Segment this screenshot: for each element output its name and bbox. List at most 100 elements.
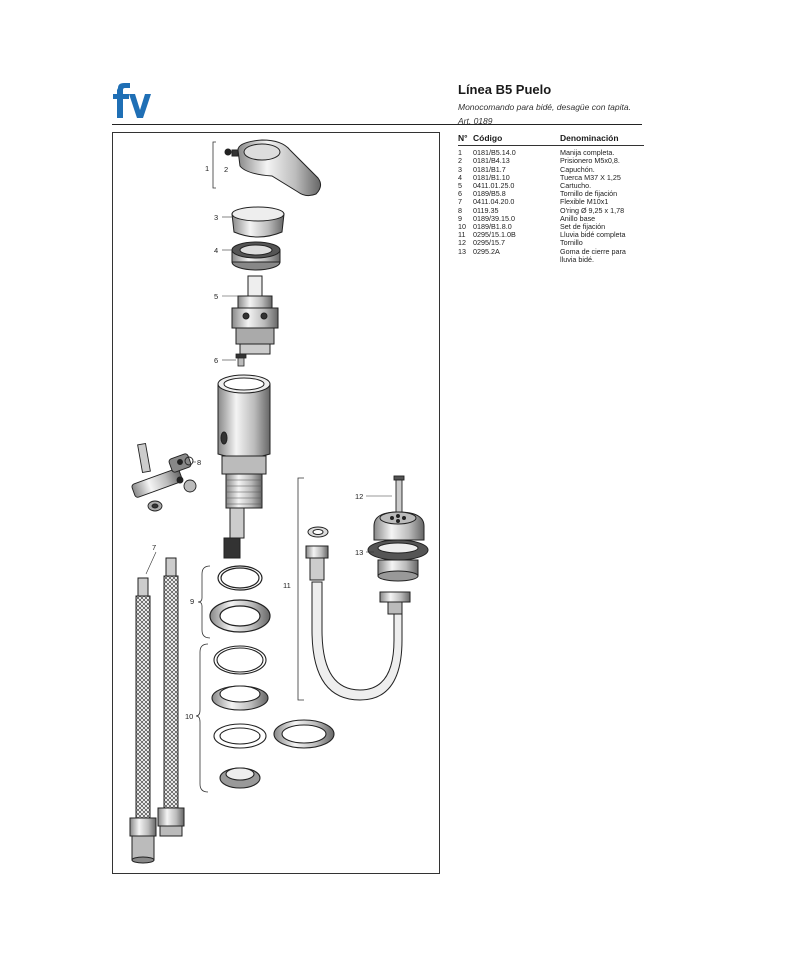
spray-head-13 (367, 511, 429, 582)
table-cell-number: 8 (458, 205, 462, 215)
table-row: 3 0181/B1.7 Capuchón. (458, 164, 644, 174)
table-cell-description: Tuerca M37 X 1,25 (560, 172, 621, 182)
table-row: 6 0189/B5.8 Tornillo de fijación (458, 190, 644, 198)
product-title: Línea B5 Puelo (458, 82, 552, 97)
callout-6: 6 (214, 356, 218, 365)
table-row: 12 0295/15.7 Tornillo (458, 239, 644, 247)
table-cell-number: 13 (458, 246, 466, 256)
table-cell-description: Flexible M10x1 (560, 197, 609, 207)
callout-7: 7 (152, 543, 156, 552)
screw-6-part (235, 353, 247, 367)
table-cell-code: 0189/B5.8 (473, 189, 506, 199)
callout-leaders (145, 216, 392, 575)
screw-12 (393, 475, 405, 517)
table-cell-number: 3 (458, 164, 462, 174)
table-row: 4 0181/B1.10 Tuerca M37 X 1,25 (458, 172, 644, 182)
bracket-1 (212, 141, 216, 189)
col-header-description: Denominación (560, 134, 644, 147)
table-cell-code: 0189/39.15.0 (473, 213, 515, 223)
bracket-10 (195, 643, 209, 793)
table-cell-number: 7 (458, 197, 462, 207)
callout-3: 3 (214, 213, 218, 222)
callout-11: 11 (283, 581, 291, 590)
table-row: 11 0295/15.1.0B Lluvia bidé completa (458, 231, 644, 239)
table-cell-code: 0119.35 (473, 205, 499, 215)
table-cell-number: 6 (458, 189, 462, 199)
callout-labels: 1 2 3 4 5 6 7 8 9 10 11 12 13 (152, 164, 363, 721)
fixing-set-8 (131, 442, 197, 512)
table-cell-description: Tornillo de fijación (560, 189, 618, 199)
cap-part (231, 206, 285, 238)
table-row: 1 0181/B5.14.0 Manija completa. (458, 146, 644, 158)
callout-13: 13 (355, 548, 363, 557)
table-cell-description: Goma de cierre para lluvia bidé. (560, 246, 626, 264)
table-cell-description: Tornillo (560, 238, 583, 248)
table-cell-number: 12 (458, 238, 466, 248)
table-cell-number: 2 (458, 156, 462, 166)
table-row: 7 0411.04.20.0 Flexible M10x1 (458, 198, 644, 206)
table-row: 10 0189/B1.8.0 Set de fijación (458, 222, 644, 232)
table-cell-description: Cartucho. (560, 181, 592, 191)
flexible-hose-left (129, 577, 157, 864)
fixing-set-10 (211, 645, 335, 789)
col-header-number: N° (458, 134, 473, 147)
table-cell-code: 0189/B1.8.0 (473, 222, 512, 232)
bracket-11 (297, 477, 304, 701)
table-row: 2 0181/B4.13 Prisionero M5x0,8. (458, 157, 644, 165)
table-cell-description: Prisionero M5x0,8. (560, 156, 620, 166)
table-cell-code: 0411.01.25.0 (473, 181, 515, 191)
callout-5: 5 (214, 292, 218, 301)
parts-list: N° Código Denominación 1 0181/B5.14.0 Mani… (458, 134, 644, 264)
bidet-spray-11 (305, 526, 411, 701)
table-cell-code: 0181/B1.10 (473, 172, 510, 182)
table-cell-code: 0295.2A (473, 246, 500, 256)
table-row: 9 0189/39.15.0 Anillo base (458, 213, 644, 223)
table-row: 5 0411.01.25.0 Cartucho. (458, 181, 644, 191)
table-cell-description: Capuchón. (560, 164, 595, 174)
callout-10: 10 (185, 712, 193, 721)
table-cell-number: 11 (458, 230, 466, 240)
parts-table-header: N° Código Denominación (458, 134, 644, 147)
article-number: Art. 0189 (458, 116, 493, 126)
flexible-hose-right (157, 557, 185, 837)
callout-1: 1 (205, 164, 209, 173)
table-cell-number: 1 (458, 148, 462, 158)
bracket-9 (197, 565, 211, 639)
nut-part (231, 241, 281, 271)
product-subtitle: Monocomando para bidé, desagüe con tapit… (458, 102, 631, 112)
table-cell-code: 0295/15.1.0B (473, 230, 516, 240)
table-cell-description: Manija completa. (560, 148, 615, 158)
table-cell-number: 4 (458, 172, 462, 182)
table-cell-description: O'ring Ø 9,25 x 1,78 (560, 205, 625, 215)
table-cell-number: 9 (458, 213, 462, 223)
parts-table: N° Código Denominación 1 0181/B5.14.0 Mani… (458, 134, 644, 264)
table-cell-description: Lluvia bidé completa (560, 230, 626, 240)
callout-4: 4 (214, 246, 218, 255)
callout-2: 2 (224, 165, 228, 174)
cartridge-part (231, 275, 279, 355)
fv-logo (108, 82, 154, 122)
table-row: 8 0119.35 O'ring Ø 9,25 x 1,78 (458, 205, 644, 215)
table-cell-description: Set de fijación (560, 222, 606, 232)
handle-part (224, 139, 322, 197)
table-cell-code: 0181/B5.14.0 (473, 148, 516, 158)
table-row: 13 0295.2A Goma de cierre para lluvia bidé… (458, 246, 644, 264)
callout-8: 8 (197, 458, 201, 467)
base-ring-9 (209, 565, 271, 633)
table-cell-code: 0411.04.20.0 (473, 197, 515, 207)
col-header-code: Código (473, 134, 560, 147)
table-cell-code: 0181/B4.13 (473, 156, 510, 166)
callout-12: 12 (355, 492, 363, 501)
table-cell-description: Anillo base (560, 213, 596, 223)
header-divider (112, 124, 642, 125)
table-cell-code: 0181/B1.7 (473, 164, 506, 174)
header: Línea B5 Puelo Monocomando para bidé, de… (458, 82, 642, 126)
table-cell-number: 10 (458, 222, 466, 232)
table-cell-number: 5 (458, 181, 462, 191)
callout-9: 9 (190, 597, 194, 606)
table-cell-code: 0295/15.7 (473, 238, 505, 248)
exploded-diagram-frame (112, 132, 440, 874)
faucet-body (217, 374, 271, 559)
fv-logo-icon (113, 83, 151, 118)
